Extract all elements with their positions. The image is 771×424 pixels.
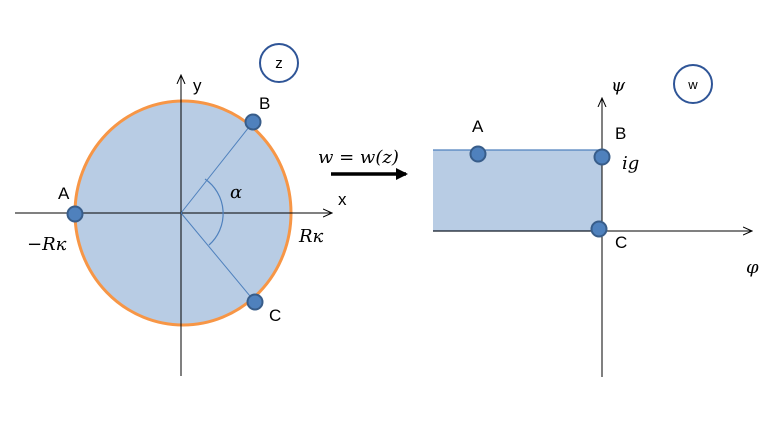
point-b-z [244, 113, 262, 131]
angle-label: α [230, 182, 242, 203]
point-b-w-label: B [615, 124, 626, 143]
mapping: w = w(z) [318, 147, 408, 180]
point-a-z-label: A [58, 184, 70, 203]
point-c-w [590, 220, 608, 238]
point-a-z [66, 205, 84, 223]
radius-to-b [180, 121, 254, 214]
psi-axis-label: ψ [611, 75, 626, 96]
z-plane: x y α −Rк Rк A B C z [15, 43, 347, 376]
strip-region [433, 150, 602, 231]
point-c-w-label: C [615, 233, 627, 252]
y-axis-label: y [193, 76, 202, 95]
left-radius-label: −Rк [27, 234, 67, 255]
top-value-label: ig [622, 153, 639, 174]
point-a-w [469, 145, 487, 163]
point-c-z [246, 293, 264, 311]
right-radius-label: Rк [298, 226, 324, 247]
point-b-z-label: B [259, 94, 270, 113]
w-plane: ψ φ ig A B C w [433, 64, 759, 377]
w-badge [673, 64, 713, 104]
radius-to-c [180, 212, 256, 303]
phi-axis-label: φ [746, 257, 759, 278]
point-c-z-label: C [269, 306, 281, 325]
mapping-label: w = w(z) [318, 147, 399, 168]
angle-arc [204, 178, 224, 246]
point-a-w-label: A [472, 117, 484, 136]
z-badge-label: z [275, 55, 283, 72]
z-badge [259, 43, 299, 83]
w-badge-label: w [687, 77, 698, 92]
x-axis-label: x [338, 190, 347, 209]
point-b-w [593, 148, 611, 166]
